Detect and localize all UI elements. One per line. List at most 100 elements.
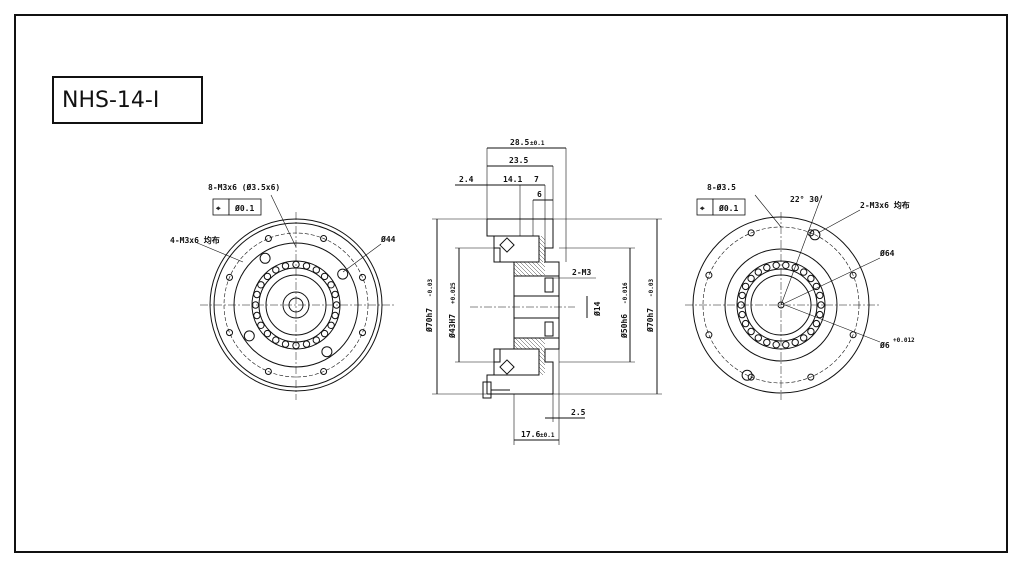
side-hatching xyxy=(513,235,546,376)
right-roller xyxy=(791,338,799,347)
left-mount-holes xyxy=(226,235,366,375)
right-angle: 22° 30' xyxy=(790,195,824,204)
hatch-line xyxy=(513,271,519,277)
dim-2-5: 2.5 xyxy=(571,408,586,417)
hatch-line xyxy=(526,337,539,350)
dim-2-4: 2.4 xyxy=(459,175,474,184)
right-roller xyxy=(741,282,750,291)
hatch-line xyxy=(534,337,546,349)
left-mount-hole xyxy=(359,273,366,281)
left-roller xyxy=(257,281,265,289)
right-rollers xyxy=(737,261,825,349)
left-roller xyxy=(257,321,265,329)
side-set-screw-top xyxy=(544,277,554,293)
side-upper-roller xyxy=(499,237,515,253)
right-roller xyxy=(782,261,790,269)
hatch-line xyxy=(530,337,543,350)
left-roller xyxy=(327,281,335,289)
dim-d43: Ø43H7 xyxy=(447,314,457,339)
hatch-line xyxy=(513,263,527,277)
right-thread-hole xyxy=(741,369,753,381)
left-roller xyxy=(253,311,261,320)
right-roller xyxy=(816,291,824,300)
right-mount-hole xyxy=(747,229,755,237)
right-roller xyxy=(807,274,815,283)
right-mount-holes xyxy=(705,229,857,381)
left-mount-hole xyxy=(320,235,328,242)
hatch-line xyxy=(538,241,546,249)
hatch-line xyxy=(538,253,546,261)
right-bearing-outer xyxy=(736,260,826,350)
left-roller xyxy=(272,266,280,274)
dim-17-6-tol: ±0.1 xyxy=(540,432,555,439)
left-flange-circle xyxy=(233,242,359,368)
right-hub-circle xyxy=(750,274,812,336)
right-tolerance-value: Ø0.1 xyxy=(718,203,738,213)
right-mount-hole xyxy=(747,373,755,381)
hatch-line xyxy=(513,344,519,350)
side-upper-bearing xyxy=(493,235,540,263)
left-roller xyxy=(263,329,272,338)
hatch-line xyxy=(522,337,535,350)
right-roller xyxy=(772,261,780,269)
right-roller xyxy=(763,338,771,347)
left-roller xyxy=(302,262,311,270)
right-roller xyxy=(817,301,825,309)
right-mount-hole xyxy=(807,373,815,381)
hatch-line xyxy=(527,261,543,277)
right-view: 8-Ø3.5 ⌖ Ø0.1 22° 30' 2-M3x6 均布 Ø64 Ø6 +… xyxy=(685,182,915,400)
hatch-line xyxy=(538,370,544,376)
right-roller xyxy=(747,274,755,283)
hatch-line xyxy=(513,340,523,350)
title-box: NHS-14-I xyxy=(52,76,203,124)
dim-d50-tol: -0.016 xyxy=(622,282,629,304)
dim-7: 7 xyxy=(534,175,539,184)
left-fcf-value-cell xyxy=(228,198,262,216)
right-bore-label: Ø6 xyxy=(879,340,890,350)
right-roller xyxy=(741,319,750,328)
left-roller xyxy=(302,340,311,348)
left-roller xyxy=(251,301,260,309)
right-dia-label: Ø64 xyxy=(879,248,895,258)
hatch-line xyxy=(538,245,546,253)
hatch-line xyxy=(538,350,546,358)
hatch-line xyxy=(518,337,531,350)
hatch-line xyxy=(538,366,546,374)
right-roller xyxy=(782,341,790,349)
left-roller xyxy=(331,311,339,320)
right-roller xyxy=(738,291,746,300)
right-outer-circle xyxy=(692,216,870,394)
right-roller xyxy=(807,327,815,336)
left-mount-hole xyxy=(320,368,328,375)
hatch-line xyxy=(538,337,546,345)
dim-23-5: 23.5 xyxy=(509,156,528,165)
left-mount-hole xyxy=(359,329,366,337)
left-leader-threads xyxy=(194,241,244,263)
left-tolerance-value: Ø0.1 xyxy=(234,203,254,213)
right-leader-bore xyxy=(784,304,881,343)
hatch-line xyxy=(538,249,546,257)
hatch-line xyxy=(539,261,546,268)
dim-6: 6 xyxy=(537,190,542,199)
left-dia-label: Ø44 xyxy=(380,234,396,244)
dim-17-6: 17.6 xyxy=(521,430,540,439)
right-thread-note: 2-M3x6 均布 xyxy=(860,200,910,210)
right-roller xyxy=(791,263,799,272)
right-roller xyxy=(812,282,821,291)
left-roller xyxy=(327,321,335,329)
right-roller xyxy=(737,301,745,309)
hatch-line xyxy=(513,267,523,277)
right-thread-hole xyxy=(809,229,821,241)
hatch-line xyxy=(523,261,539,277)
left-mount-hole xyxy=(226,273,233,281)
left-rollers xyxy=(251,260,341,350)
left-mount-hole xyxy=(226,329,233,337)
left-mount-hole xyxy=(264,235,272,242)
side-set-screw-bottom xyxy=(544,321,554,337)
right-fcf-value-cell xyxy=(712,198,746,216)
left-outer-circle xyxy=(209,218,383,392)
hatch-line xyxy=(538,354,546,362)
left-roller xyxy=(292,341,300,350)
hatch-line xyxy=(531,261,546,276)
